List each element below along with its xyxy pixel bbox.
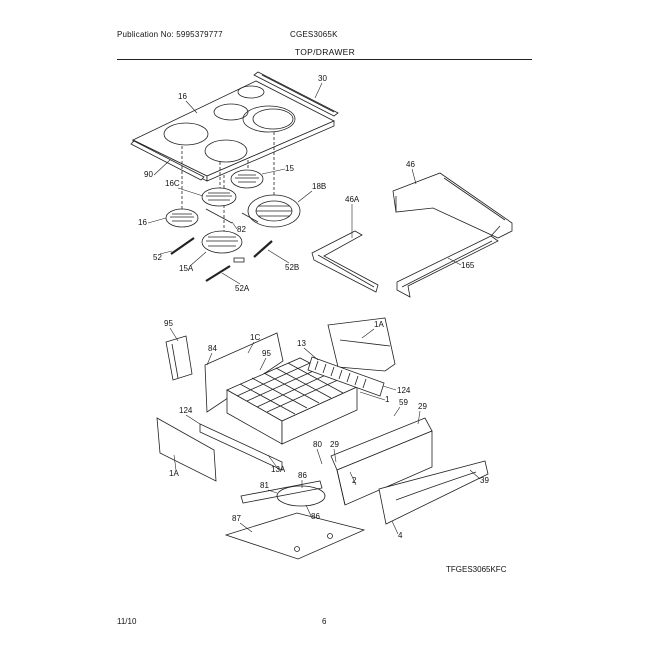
part-label: 95 bbox=[164, 319, 173, 328]
front-trim-strip bbox=[130, 140, 205, 181]
footer-date: 11/10 bbox=[117, 617, 137, 626]
drawer-box bbox=[330, 417, 433, 506]
part-label: 80 bbox=[313, 440, 322, 449]
part-label: 18B bbox=[312, 182, 326, 191]
drawer-glide bbox=[240, 480, 326, 507]
part-label: 13A bbox=[271, 465, 286, 474]
part-label: 46 bbox=[406, 160, 415, 169]
part-label: 124 bbox=[397, 386, 411, 395]
part-label: 95 bbox=[262, 349, 271, 358]
part-label: 29 bbox=[418, 402, 427, 411]
side-grill bbox=[307, 356, 385, 397]
part-label: 1A bbox=[169, 469, 179, 478]
part-labels: 16 30 90 16C 15 16 18B 52 82 15A 52A 52B… bbox=[138, 74, 489, 540]
publication-number: Publication No: 5995379777 bbox=[117, 30, 223, 39]
back-panel bbox=[327, 317, 396, 372]
right-side-rail bbox=[396, 225, 501, 298]
part-label: 46A bbox=[345, 195, 360, 204]
part-label: 82 bbox=[237, 225, 246, 234]
part-label: 87 bbox=[232, 514, 241, 523]
part-label: 39 bbox=[480, 476, 489, 485]
label-leaders bbox=[147, 82, 481, 535]
header-rule bbox=[117, 59, 532, 60]
bottom-plate bbox=[224, 512, 366, 560]
part-label: 81 bbox=[260, 481, 269, 490]
part-label: 30 bbox=[318, 74, 327, 83]
part-label: 13 bbox=[297, 339, 306, 348]
part-label: 84 bbox=[208, 344, 217, 353]
section-title: TOP/DRAWER bbox=[294, 47, 356, 57]
part-label: 1 bbox=[385, 395, 390, 404]
front-bottom-panel bbox=[156, 417, 283, 482]
part-label: 59 bbox=[399, 398, 408, 407]
part-label: 2 bbox=[352, 476, 357, 485]
part-label: 52A bbox=[235, 284, 250, 293]
surface-elements bbox=[165, 169, 301, 263]
rear-bracket bbox=[392, 172, 513, 239]
part-label: 124 bbox=[179, 406, 193, 415]
part-label: 29 bbox=[330, 440, 339, 449]
part-label: 16 bbox=[178, 92, 187, 101]
part-label: 52B bbox=[285, 263, 299, 272]
part-label: 86 bbox=[311, 512, 320, 521]
part-label: 15 bbox=[285, 164, 294, 173]
drawer-front bbox=[378, 460, 489, 525]
part-label: 16 bbox=[138, 218, 147, 227]
part-label: 52 bbox=[153, 253, 162, 262]
diagram-reference-code: TFGES3065KFC bbox=[446, 565, 507, 574]
part-label: 4 bbox=[398, 531, 403, 540]
model-number: CGES3065K bbox=[290, 30, 338, 39]
left-side-rail bbox=[311, 230, 379, 293]
rear-trim-strip bbox=[253, 71, 339, 117]
part-label: 1C bbox=[250, 333, 260, 342]
part-label: 16C bbox=[165, 179, 180, 188]
part-label: 165 bbox=[461, 261, 475, 270]
part-label: 15A bbox=[179, 264, 194, 273]
part-label: 1A bbox=[374, 320, 384, 329]
footer-page-number: 6 bbox=[322, 617, 327, 626]
wire-harnesses bbox=[170, 237, 273, 282]
part-label: 86 bbox=[298, 471, 307, 480]
part-label: 90 bbox=[144, 170, 153, 179]
left-side-panel bbox=[165, 335, 193, 381]
